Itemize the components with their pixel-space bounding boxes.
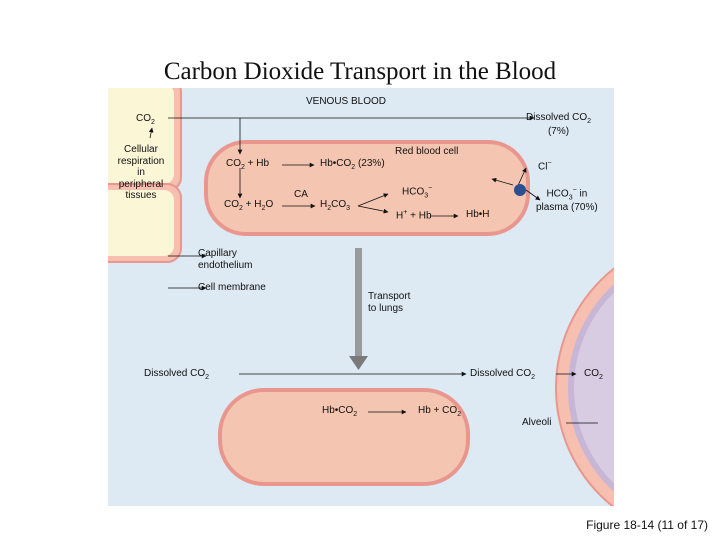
co2-alveoli-label: CO2 [584,368,603,381]
hb-plus-co2-label: Hb + CO2 [418,405,462,418]
reaction-arrows [148,115,577,415]
alveoli-label: Alveoli [522,417,552,428]
transport-arrow [349,248,368,370]
hb-co2-label: Hb•CO2 (23%) [320,158,385,171]
hbh-label: Hb•H [466,209,490,220]
figure-caption: Figure 18-14 (11 of 17) [586,518,708,532]
diagram-panel: VENOUS BLOOD CO2 Cellular respiration in… [108,88,614,506]
slide-title: Carbon Dioxide Transport in the Blood [163,58,557,85]
co2-h2o-label: CO2 + H2O [224,199,274,212]
carbonic-anhydrase-label: CA [294,189,308,200]
hplus-hb-label: H+ + Hb [396,209,432,222]
h2co3-label: H2CO3 [320,199,351,212]
red-blood-cell-label: Red blood cell [395,146,459,157]
alveolus [555,267,614,506]
co2-hb-label: CO2 + Hb [226,158,270,171]
hb-co2-bottom-label: Hb•CO2 [322,405,358,418]
co2-tissue-label: CO2 [136,113,155,126]
bicarbonate-plasma-label: HCO3− in plasma (70%) [536,187,598,214]
cell-membrane-label: Cell membrane [198,282,266,293]
dissolved-co2-top-label: Dissolved CO2 (7%) [526,112,592,138]
transport-to-lungs-label: Transport to lungs [368,291,411,314]
chloride-label: Cl− [538,160,552,173]
capillary-endothelium-label: Capillary endothelium [198,248,253,271]
cellular-respiration-label: Cellular respiration in peripheral tissu… [117,144,165,201]
dissolved-co2-bottom-right-label: Dissolved CO2 [470,368,536,381]
chloride-transporter-icon [514,184,526,196]
bicarbonate-label: HCO3− [402,185,433,200]
diagram-drawing [108,88,614,506]
tissue-cells [108,88,182,263]
dissolved-co2-bottom-left-label: Dissolved CO2 [144,368,210,381]
venous-blood-label: VENOUS BLOOD [306,96,387,107]
